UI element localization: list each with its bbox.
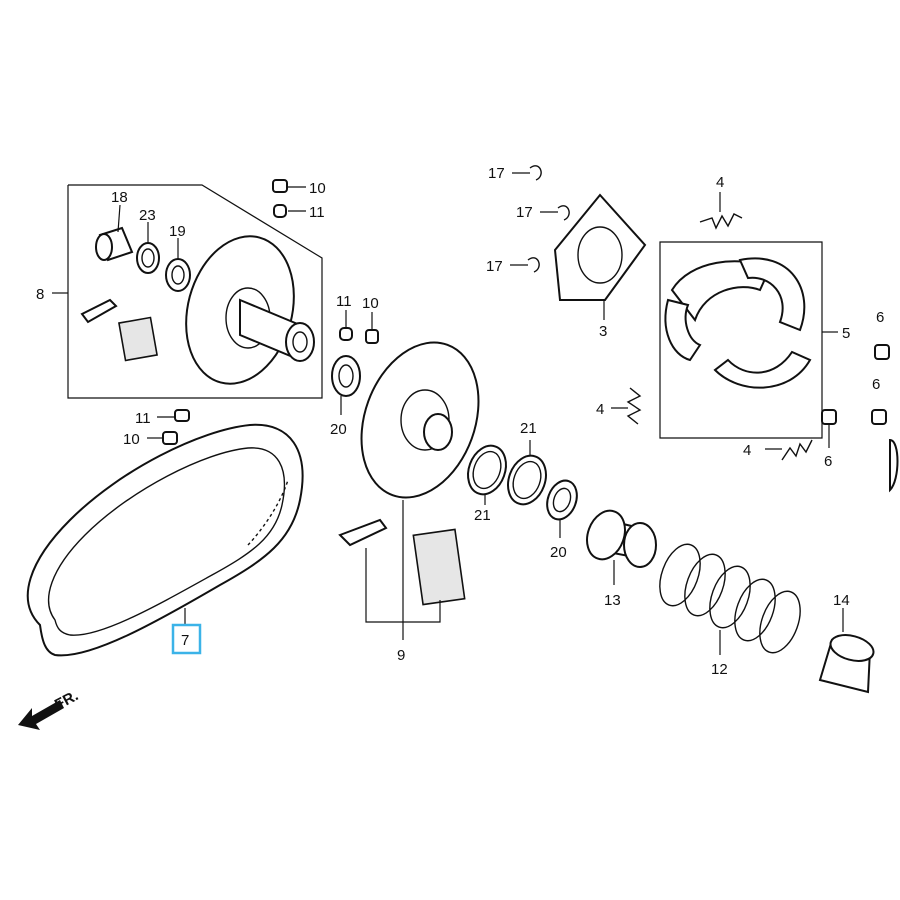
label-6a: 6 [876,309,884,326]
label-17b: 17 [516,204,533,221]
seal-20b-inner [552,487,572,513]
coil-1 [659,543,701,607]
label-4a: 4 [716,174,724,191]
label-11a: 11 [309,204,325,221]
fr-arrow-icon [18,700,64,730]
label-7: 7 [181,632,189,649]
shoe-lower [713,350,812,389]
nut-11c [339,327,353,341]
roller-6c [821,409,837,425]
label-17a: 17 [488,165,505,182]
driven-face [360,341,480,499]
label-10b: 10 [123,431,140,448]
nut-11b [174,409,190,422]
ring-21b [507,454,547,506]
drive-shaft-end [285,322,315,362]
slide-pin [338,518,388,547]
seal-20b [546,479,578,521]
spring-4c [781,439,813,461]
drive-belt [26,423,304,657]
label-8: 8 [36,286,44,303]
spring-12 [659,543,801,655]
collar-13-end [623,522,657,568]
label-23: 23 [139,207,156,224]
drive-pulley-group [52,179,323,399]
label-13: 13 [604,592,621,609]
ring-21b-inner [512,460,542,500]
label-3: 3 [599,323,607,340]
drive-shaft-bore [292,331,308,353]
oil-seal-20a-inner [338,364,354,388]
bolt-10a [272,179,288,193]
label-4c: 4 [743,442,751,459]
label-17c: 17 [486,258,503,275]
label-21a: 21 [474,507,491,524]
driven-pulley-group [338,341,480,640]
grease-label-9 [412,528,466,606]
outer-clutch-edge [889,438,899,493]
label-14: 14 [833,592,850,609]
nut-11a [273,204,287,218]
label-9: 9 [397,647,405,664]
coil-5 [759,590,801,654]
bolt-10b [162,431,178,445]
cup-14 [829,634,875,662]
front-direction-indicator [18,700,64,730]
seal-23 [136,242,160,274]
label-4b: 4 [596,401,604,418]
belt-teeth [247,479,289,546]
ring-21a [467,444,507,496]
highlight-box-7 [171,623,202,655]
label-10c: 10 [362,295,379,312]
label-5: 5 [842,325,850,342]
ring-21a-inner [472,450,502,490]
group-8-bracket [67,184,323,399]
clip-17c [527,257,540,273]
plate-3 [553,193,647,301]
bearing-19 [165,258,191,292]
seal-23-inner [141,248,155,268]
group-5-bracket [659,241,823,439]
label-11b: 11 [135,410,151,427]
slide-piece [80,298,118,324]
leader-18 [117,204,121,233]
bearing-19-inner [171,265,185,285]
roller-6b [871,409,887,425]
bushing-18-end [95,233,113,261]
label-11c: 11 [336,293,352,310]
bolt-10c [365,329,379,344]
grease-label-8 [118,316,158,362]
roller-6a [874,344,890,360]
clip-17a [529,165,542,181]
label-21b: 21 [520,420,537,437]
spring-4b [626,387,642,425]
label-10a: 10 [309,180,326,197]
belt-outer [26,423,304,657]
spring-4a [699,213,743,230]
label-6b: 6 [872,376,880,393]
label-6c: 6 [824,453,832,470]
label-20b: 20 [550,544,567,561]
plate-3-hole [577,226,623,284]
shoe-left [664,298,702,362]
oil-seal-20a [331,355,361,397]
collar-13 [586,509,626,561]
label-12: 12 [711,661,728,678]
label-19: 19 [169,223,186,240]
coil-2 [684,553,726,617]
coil-4 [734,578,776,642]
coil-3 [709,565,751,629]
driven-hub-bore [423,413,453,451]
clutch-shoe-group [659,241,838,439]
shoe-right [738,257,806,332]
label-20a: 20 [330,421,347,438]
label-18: 18 [111,189,128,206]
clip-17b [557,205,570,221]
belt-inner [47,447,286,636]
